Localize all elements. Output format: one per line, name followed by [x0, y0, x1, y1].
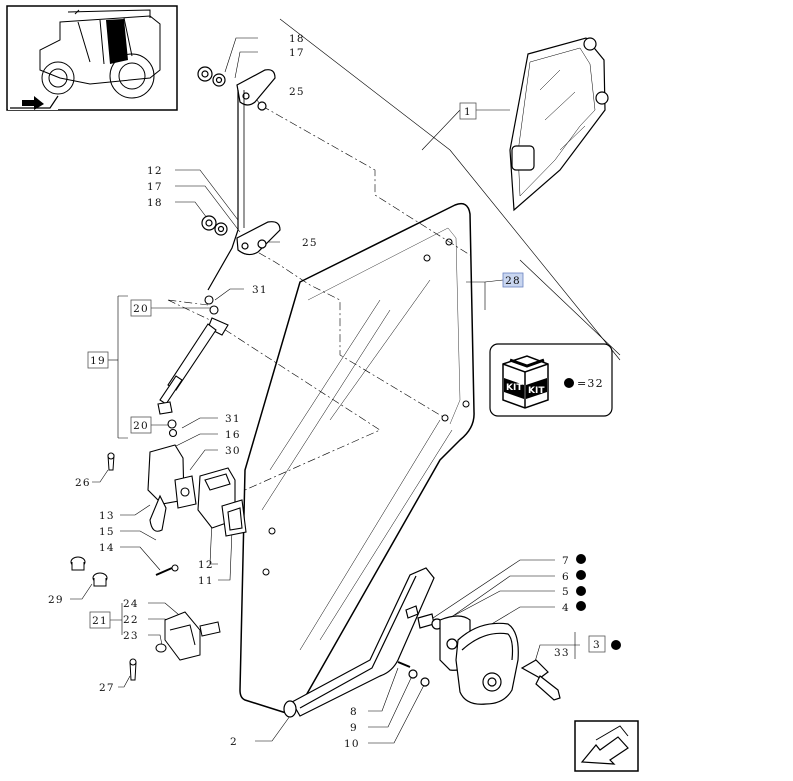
- callout-18: 18: [289, 33, 305, 45]
- boxed-callout-3[interactable]: 3: [588, 635, 606, 653]
- door-lock-mechanism: [147, 444, 247, 537]
- kit-dot-marker: [611, 640, 621, 650]
- callout-27: 27: [99, 682, 115, 694]
- callout-18: 18: [147, 197, 163, 209]
- callout-13: 13: [99, 510, 115, 522]
- callout-22: 22: [123, 614, 139, 626]
- kit-dots: [564, 378, 621, 650]
- door-assembly-thumbnail: [509, 37, 609, 212]
- gas-strut: [157, 295, 229, 438]
- callout-6: 6: [562, 571, 570, 583]
- boxed-callout-19[interactable]: 19: [87, 351, 109, 369]
- callout-2: 2: [230, 736, 238, 748]
- hinge-rod: [207, 90, 239, 291]
- callout-31: 31: [252, 284, 268, 296]
- callout-7: 7: [562, 555, 570, 567]
- tractor-thumbnail[interactable]: [6, 5, 178, 111]
- kit-label-right: KIT: [528, 386, 545, 396]
- boxed-callout-label: 19: [90, 355, 106, 367]
- callout-16: 16: [225, 429, 241, 441]
- callout-33: 33: [554, 647, 570, 659]
- door-highlight: [106, 19, 128, 64]
- boxed-callout-label: 3: [593, 639, 601, 651]
- arrow-icon: [580, 736, 629, 765]
- callout-17: 17: [147, 181, 163, 193]
- callout-25: 25: [289, 86, 305, 98]
- callout-29: 29: [48, 594, 64, 606]
- callout-9: 9: [350, 722, 358, 734]
- boxed-callout-label: 20: [133, 303, 149, 315]
- lower-hinge: [201, 215, 281, 256]
- callout-11: 11: [198, 575, 214, 587]
- callout-12: 12: [198, 559, 214, 571]
- boxed-callout-21[interactable]: 21: [89, 611, 111, 629]
- boxed-callout-label: 1: [464, 106, 472, 118]
- next-page-button[interactable]: [574, 720, 639, 772]
- callout-12: 12: [147, 165, 163, 177]
- callout-26: 26: [75, 477, 91, 489]
- kit-dot-marker: [576, 554, 586, 564]
- kit-dot-marker: [576, 570, 586, 580]
- boxed-callout-label: 28: [505, 275, 521, 287]
- callout-8: 8: [350, 706, 358, 718]
- book-arrow-icon: [22, 96, 44, 110]
- boxed-callout-28[interactable]: 28: [502, 272, 524, 288]
- callout-30: 30: [225, 445, 241, 457]
- boxed-callout-label: 21: [92, 615, 108, 627]
- kit-legend-box: KIT KIT =32: [489, 343, 613, 417]
- kit-equals-label: =32: [577, 377, 604, 390]
- callout-4: 4: [562, 602, 570, 614]
- callout-31: 31: [225, 413, 241, 425]
- callout-25: 25: [302, 237, 318, 249]
- upper-hinge: [197, 66, 276, 111]
- boxed-callout-20[interactable]: 20: [130, 416, 152, 434]
- callout-17: 17: [289, 47, 305, 59]
- callout-23: 23: [123, 630, 139, 642]
- leader-lines: [70, 18, 621, 744]
- boxed-callout-20[interactable]: 20: [130, 299, 152, 317]
- kit-box-icon: KIT KIT: [502, 355, 549, 409]
- outer-door-handle: [397, 605, 561, 705]
- callout-14: 14: [99, 542, 115, 554]
- callout-15: 15: [99, 526, 115, 538]
- kit-dot-marker: [576, 586, 586, 596]
- callout-24: 24: [123, 598, 139, 610]
- kit-dot-marker: [576, 601, 586, 611]
- callout-10: 10: [344, 738, 360, 750]
- boxed-callouts: 1 28 20 19 20 21 3: [87, 102, 606, 653]
- boxed-callout-1[interactable]: 1: [459, 102, 477, 120]
- callout-5: 5: [562, 586, 570, 598]
- kit-label-left: KIT: [506, 383, 523, 393]
- boxed-callout-label: 20: [133, 420, 149, 432]
- door-glass[interactable]: [239, 202, 475, 714]
- fasteners: [70, 452, 221, 681]
- door-seal-strip: [283, 567, 435, 718]
- kit-dot-marker: [564, 378, 574, 388]
